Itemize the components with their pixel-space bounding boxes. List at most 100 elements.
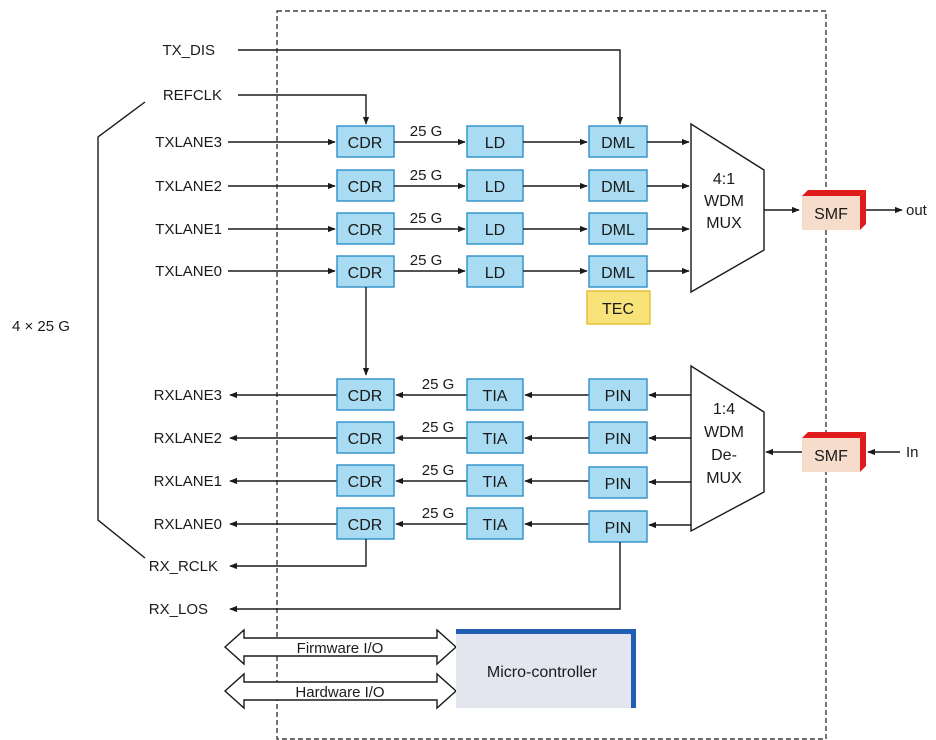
mux-line-1: 4:1 — [713, 171, 735, 188]
tx-cdr-2-label: CDR — [348, 179, 383, 196]
ld-1-label: LD — [485, 222, 505, 239]
tx-cdr-1-label: CDR — [348, 222, 383, 239]
refclk-label: REFCLK — [163, 87, 222, 104]
bus-width-label: 4 × 25 G — [12, 318, 70, 335]
tx-cdr-blocks: CDR CDR CDR CDR — [336, 125, 395, 288]
tia-1-label: TIA — [483, 474, 508, 491]
tx-cdr-3-label: CDR — [348, 135, 383, 152]
demux-line-2: WDM — [704, 424, 744, 441]
dml-2-label: DML — [601, 179, 635, 196]
pin-3-block — [588, 378, 648, 411]
rx-los-wire — [229, 542, 621, 613]
dml-0-block — [588, 255, 648, 288]
out-label: out — [906, 202, 928, 219]
tx-rate-3-label: 25 G — [410, 123, 443, 140]
refclk-wire — [238, 94, 370, 125]
smf-rx-block: SMF — [802, 432, 866, 472]
tx-dis-wire — [238, 49, 624, 125]
pin-0-block — [588, 510, 648, 543]
pin-1-label: PIN — [605, 476, 632, 493]
rx-rate-3-label: 25 G — [422, 376, 455, 393]
pin-2-label: PIN — [605, 431, 632, 448]
smf-rx-label: SMF — [814, 448, 848, 465]
tx-cdr-0-block — [336, 255, 395, 288]
ld-to-dml-wires — [523, 138, 588, 275]
tx-cdr-3-block — [336, 125, 395, 158]
pin-to-tia-wires — [524, 391, 589, 528]
pin-blocks: PIN PIN PIN PIN — [588, 378, 648, 543]
smf-tx-block: SMF — [802, 190, 866, 230]
demux-line-4: MUX — [706, 470, 742, 487]
dml-to-mux-wires — [647, 138, 690, 275]
ld-0-block — [466, 255, 524, 288]
tec-label: TEC — [602, 301, 634, 318]
microcontroller-block: Micro-controller — [456, 629, 636, 708]
pin-2-block — [588, 421, 648, 454]
in-label: In — [906, 444, 919, 461]
ld-0-label: LD — [485, 265, 505, 282]
mux-line-3: MUX — [706, 215, 742, 232]
rx-cdr-1-block — [336, 464, 395, 497]
rx-rate-0-label: 25 G — [422, 505, 455, 522]
rx-cdr-blocks: CDR CDR CDR CDR — [336, 378, 395, 540]
pin-3-label: PIN — [605, 388, 632, 405]
rx-rclk-label: RX_RCLK — [149, 558, 218, 575]
module-boundary — [276, 10, 827, 740]
dml-1-label: DML — [601, 222, 635, 239]
tx-cdr-0-label: CDR — [348, 265, 383, 282]
ld-3-block — [466, 125, 524, 158]
smf-tx-label: SMF — [814, 206, 848, 223]
dml-3-label: DML — [601, 135, 635, 152]
rx-output-wires — [229, 391, 337, 528]
txlane1-label: TXLANE1 — [155, 221, 222, 238]
rxlane1-label: RXLANE1 — [154, 473, 222, 490]
firmware-io-label: Firmware I/O — [297, 640, 384, 657]
tia-1-block — [466, 464, 524, 497]
hardware-io-arrow: Hardware I/O — [223, 672, 458, 710]
rx-cdr-0-block — [336, 507, 395, 540]
tia-3-block — [466, 378, 524, 411]
ld-2-label: LD — [485, 179, 505, 196]
rx-rate-2-label: 25 G — [422, 419, 455, 436]
dml-2-block — [588, 169, 648, 202]
rx-cdr-3-block — [336, 378, 395, 411]
dml-1-block — [588, 212, 648, 245]
tx-cdr-to-ld-wires — [394, 138, 466, 275]
pin-1-block — [588, 466, 648, 499]
bus-bracket — [97, 101, 146, 559]
txlane3-label: TXLANE3 — [155, 134, 222, 151]
tx-rate-0-label: 25 G — [410, 252, 443, 269]
mux-line-2: WDM — [704, 193, 744, 210]
dml-blocks: DML DML DML DML — [588, 125, 648, 288]
wdm-mux — [690, 122, 765, 294]
rxlane2-label: RXLANE2 — [154, 430, 222, 447]
demux-line-1: 1:4 — [713, 401, 735, 418]
wdm-demux — [690, 364, 765, 533]
demux-line-3: De- — [711, 447, 737, 464]
rx-los-label: RX_LOS — [149, 601, 208, 618]
rxlane3-label: RXLANE3 — [154, 387, 222, 404]
dml-0-label: DML — [601, 265, 635, 282]
tx-dis-label: TX_DIS — [162, 42, 215, 59]
hardware-io-label: Hardware I/O — [295, 684, 384, 701]
rx-rclk-wire — [229, 539, 367, 570]
ld-2-block — [466, 169, 524, 202]
microcontroller-label: Micro-controller — [487, 664, 598, 681]
pin-0-label: PIN — [605, 520, 632, 537]
txlane0-label: TXLANE0 — [155, 263, 222, 280]
ld-1-block — [466, 212, 524, 245]
tia-0-block — [466, 507, 524, 540]
tia-2-block — [466, 421, 524, 454]
tia-3-label: TIA — [483, 388, 508, 405]
tx-rate-2-label: 25 G — [410, 167, 443, 184]
firmware-io-arrow: Firmware I/O — [223, 628, 458, 666]
rx-rate-1-label: 25 G — [422, 462, 455, 479]
tia-0-label: TIA — [483, 517, 508, 534]
ld-3-label: LD — [485, 135, 505, 152]
tx-rate-1-label: 25 G — [410, 210, 443, 227]
tx-input-wires — [228, 138, 336, 275]
rx-cdr-2-block — [336, 421, 395, 454]
rxlane0-label: RXLANE0 — [154, 516, 222, 533]
txlane2-label: TXLANE2 — [155, 178, 222, 195]
